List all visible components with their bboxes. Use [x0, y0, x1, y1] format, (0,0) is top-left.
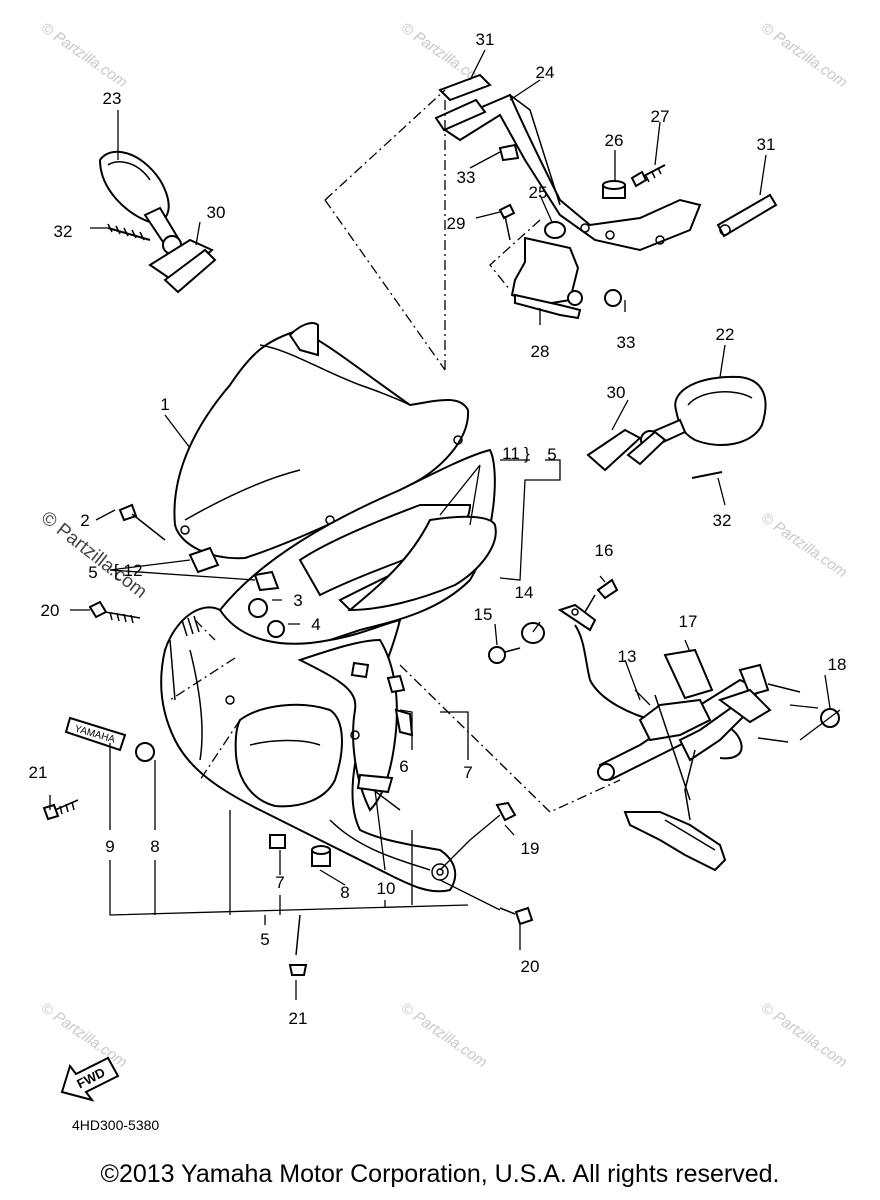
callout-7: 7: [463, 763, 472, 782]
callout-10: 10: [377, 879, 396, 898]
watermark: © Partzilla.com: [758, 19, 851, 91]
callout-22: 22: [716, 325, 735, 344]
callout-2: 2: [80, 511, 89, 530]
front-cowling: [160, 448, 497, 893]
callout-23: 23: [103, 89, 122, 108]
watermark: © Partzilla.com: [38, 999, 131, 1071]
callout-7: 7: [275, 873, 284, 892]
callout-33: 33: [617, 333, 636, 352]
callout-31: 31: [757, 135, 776, 154]
windscreen: [173, 322, 470, 560]
callout-1: 1: [160, 395, 169, 414]
callout-6: 6: [399, 757, 408, 776]
callout-17: 17: [679, 612, 698, 631]
bracket-symbol: [: [114, 561, 119, 580]
mirror-right: [586, 375, 767, 479]
leader-lines: [49, 49, 841, 1000]
callout-5: 5: [88, 563, 97, 582]
watermark: © Partzilla.com: [37, 507, 151, 602]
watermark: © Partzilla.com: [38, 19, 131, 91]
callout-13: 13: [618, 647, 637, 666]
callout-32: 32: [713, 511, 732, 530]
cowling-small-parts: [269, 661, 414, 867]
callout-32: 32: [54, 222, 73, 241]
callout-3: 3: [293, 591, 302, 610]
callout-30: 30: [207, 203, 226, 222]
callout-5: 5: [260, 930, 269, 949]
watermark: © Partzilla.com: [758, 999, 851, 1071]
callout-30: 30: [607, 383, 626, 402]
callout-15: 15: [474, 605, 493, 624]
callout-19: 19: [521, 839, 540, 858]
bracket-symbol: }: [524, 444, 530, 463]
fwd-arrow-icon: FWD: [60, 1056, 120, 1102]
callout-9: 9: [105, 837, 114, 856]
small-parts: [488, 578, 840, 822]
callout-18: 18: [828, 655, 847, 674]
callout-16: 16: [595, 541, 614, 560]
callout-14: 14: [515, 583, 534, 602]
callout-33: 33: [457, 168, 476, 187]
mirror-left: [98, 150, 217, 294]
meter-stay: [434, 73, 778, 320]
watermark: © Partzilla.com: [398, 999, 491, 1071]
callout-4: 4: [311, 615, 320, 634]
callouts: 1 2 3 4 5 5 5 6 7 7 8 8 9 10 11 12 13 14…: [29, 30, 847, 1028]
callout-20: 20: [521, 957, 540, 976]
callout-12: 12: [124, 561, 143, 580]
callout-31: 31: [476, 30, 495, 49]
callout-11: 11: [502, 444, 520, 463]
watermark: © Partzilla.com: [758, 509, 851, 581]
callout-24: 24: [536, 63, 555, 82]
callout-20: 20: [41, 601, 60, 620]
callout-27: 27: [651, 107, 670, 126]
callout-26: 26: [605, 131, 624, 150]
callout-25: 25: [529, 183, 548, 202]
callout-29: 29: [447, 214, 466, 233]
callout-21: 21: [289, 1009, 308, 1028]
callout-8: 8: [150, 837, 159, 856]
callout-8: 8: [340, 883, 349, 902]
cowling-stay: [557, 603, 772, 872]
callout-28: 28: [531, 342, 550, 361]
callout-5: 5: [547, 445, 556, 464]
diagram-code: 4HD300-5380: [72, 1117, 159, 1133]
copyright-notice: ©2013 Yamaha Motor Corporation, U.S.A. A…: [100, 1160, 780, 1188]
callout-21: 21: [29, 763, 48, 782]
